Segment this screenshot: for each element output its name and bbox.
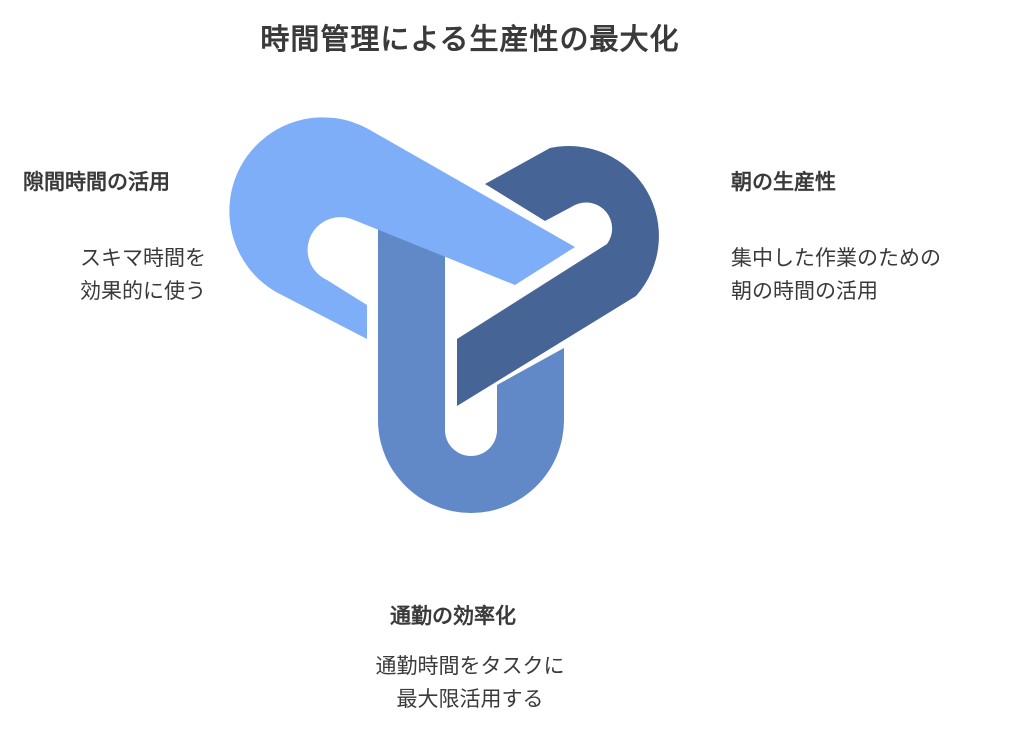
spare-time-line-1: スキマ時間を <box>80 246 206 270</box>
commute-line-2: 最大限活用する <box>396 687 544 711</box>
morning-heading: 朝の生産性 <box>731 170 836 194</box>
commute-description: 通勤時間をタスクに 最大限活用する <box>340 650 600 716</box>
spare-time-link <box>229 117 575 339</box>
commute-link <box>378 226 564 513</box>
morning-link <box>457 145 659 407</box>
morning-line-2: 朝の時間の活用 <box>731 279 878 303</box>
morning-description: 集中した作業のための 朝の時間の活用 <box>731 242 941 308</box>
spare-time-line-2: 効果的に使う <box>80 279 206 303</box>
commute-heading: 通勤の効率化 <box>390 604 516 628</box>
diagram-title: 時間管理による生産性の最大化 <box>260 22 680 56</box>
morning-line-1: 集中した作業のための <box>731 246 941 270</box>
commute-line-1: 通勤時間をタスクに <box>375 654 565 678</box>
spare-time-heading: 隙間時間の活用 <box>23 170 170 194</box>
spare-time-description: スキマ時間を 効果的に使う <box>80 242 206 308</box>
